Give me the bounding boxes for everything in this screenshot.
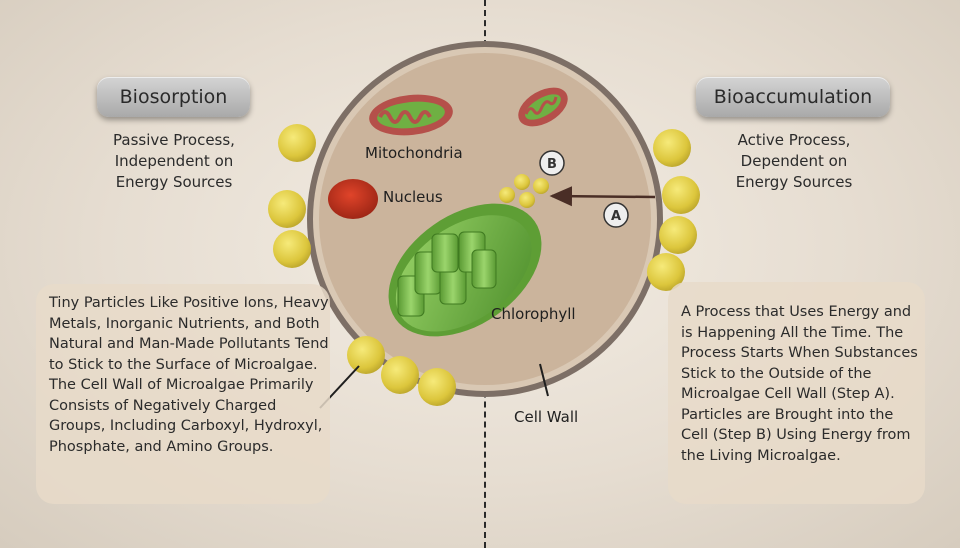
chlorophyll-label: Chlorophyll	[491, 305, 576, 323]
inner-particles	[499, 174, 549, 208]
biosorption-title: Biosorption	[97, 77, 250, 117]
transport-arrow	[549, 186, 656, 207]
step-b-label: B	[547, 157, 557, 172]
biosorption-description-box: Tiny Particles Like Positive Ions, Heavy…	[36, 284, 330, 504]
mitochondria-label: Mitochondria	[365, 144, 463, 162]
bioaccumulation-description-box: A Process that Uses Energy and is Happen…	[668, 282, 925, 504]
cell-wall-label: Cell Wall	[514, 408, 579, 426]
step-a-marker	[603, 202, 629, 228]
bioaccumulation-description: A Process that Uses Energy and is Happen…	[681, 304, 918, 464]
chloroplast	[388, 203, 542, 337]
bioaccumulation-title: Bioaccumulation	[696, 77, 890, 117]
nucleus-shape	[328, 179, 378, 219]
bioaccumulation-subtitle: Active Process, Dependent on Energy Sour…	[735, 131, 853, 191]
mitochondria-left	[369, 94, 453, 136]
step-a-label: A	[611, 209, 621, 224]
surface-particles-right	[647, 129, 700, 291]
nucleus-label: Nucleus	[383, 188, 443, 206]
surface-particles-left	[268, 124, 456, 406]
biosorption-subtitle: Passive Process, Independent on Energy S…	[113, 131, 235, 191]
biosorption-description: Tiny Particles Like Positive Ions, Heavy…	[49, 295, 329, 455]
step-b-marker	[539, 150, 565, 176]
cell-wall-pointer	[539, 363, 549, 397]
mitochondria-right	[518, 87, 568, 127]
